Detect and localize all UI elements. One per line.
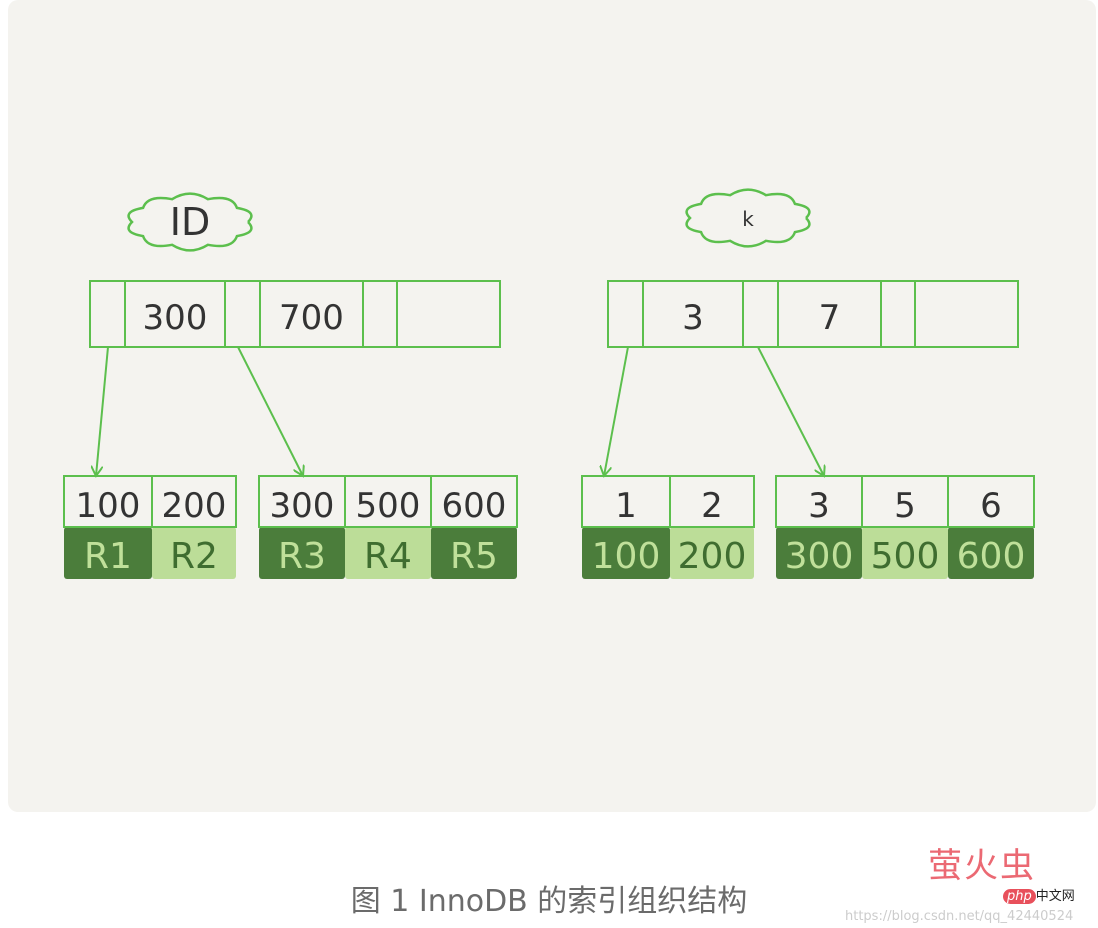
pointer-arrow [237, 346, 303, 476]
index-label: ID [170, 200, 210, 244]
root-node [607, 280, 1019, 348]
leaf-value-cell [862, 527, 948, 579]
pointer-arrow [96, 346, 109, 476]
root-key: 7 [819, 298, 841, 338]
index-label: k [742, 207, 754, 231]
leaf-value-cell [948, 527, 1034, 579]
leaf-value: R1 [84, 536, 132, 577]
leaf-value-cell [152, 527, 236, 579]
diagram-panel [8, 0, 1096, 812]
leaf-key-row [581, 475, 755, 528]
leaf-key: 1 [615, 486, 637, 526]
watermark-php: php [1003, 889, 1036, 904]
figure-caption: 图 1 InnoDB 的索引组织结构 [350, 884, 748, 919]
leaf-key-row [258, 475, 518, 528]
leaf-key: 2 [701, 486, 723, 526]
leaf-value-cell [259, 527, 345, 579]
leaf-key: 6 [980, 486, 1002, 526]
leaf-value: 200 [678, 536, 747, 577]
leaf-value-cell [345, 527, 431, 579]
root-key: 3 [682, 298, 704, 338]
leaf-value-cell [431, 527, 517, 579]
leaf-value: 600 [957, 536, 1026, 577]
tree-k: k 3 7 100 200 1 2 300 500 600 3 5 6 [581, 188, 1035, 579]
leaf-value: R4 [364, 536, 412, 577]
cloud-label-bubble [685, 188, 811, 248]
leaf-key: 100 [76, 486, 141, 526]
cloud-label-bubble [127, 192, 253, 252]
leaf-key: 500 [356, 486, 421, 526]
leaf-key: 5 [894, 486, 916, 526]
leaf-value: R2 [170, 536, 218, 577]
leaf-key-row [775, 475, 1035, 528]
leaf-key: 300 [270, 486, 335, 526]
leaf-key: 600 [442, 486, 507, 526]
leaf-value-cell [582, 527, 670, 579]
watermark-cn: 中文网 [1035, 889, 1075, 904]
root-node [89, 280, 501, 348]
leaf-value: R3 [278, 536, 326, 577]
root-key: 300 [143, 298, 208, 338]
leaf-value-cell [64, 527, 152, 579]
leaf-key-row [63, 475, 237, 528]
leaf-value: 500 [871, 536, 940, 577]
root-key: 700 [279, 298, 344, 338]
leaf-value-cell [670, 527, 754, 579]
pointer-arrow [604, 346, 629, 476]
leaf-value-cell [776, 527, 862, 579]
pointer-arrow [757, 346, 824, 476]
leaf-value: 300 [785, 536, 854, 577]
leaf-value: 100 [592, 536, 661, 577]
leaf-key: 3 [808, 486, 830, 526]
leaf-key: 200 [162, 486, 227, 526]
watermark-url: https://blog.csdn.net/qq_42440524 [845, 909, 1074, 924]
leaf-value: R5 [450, 536, 498, 577]
watermark-brand: 萤火虫 [928, 846, 1036, 886]
